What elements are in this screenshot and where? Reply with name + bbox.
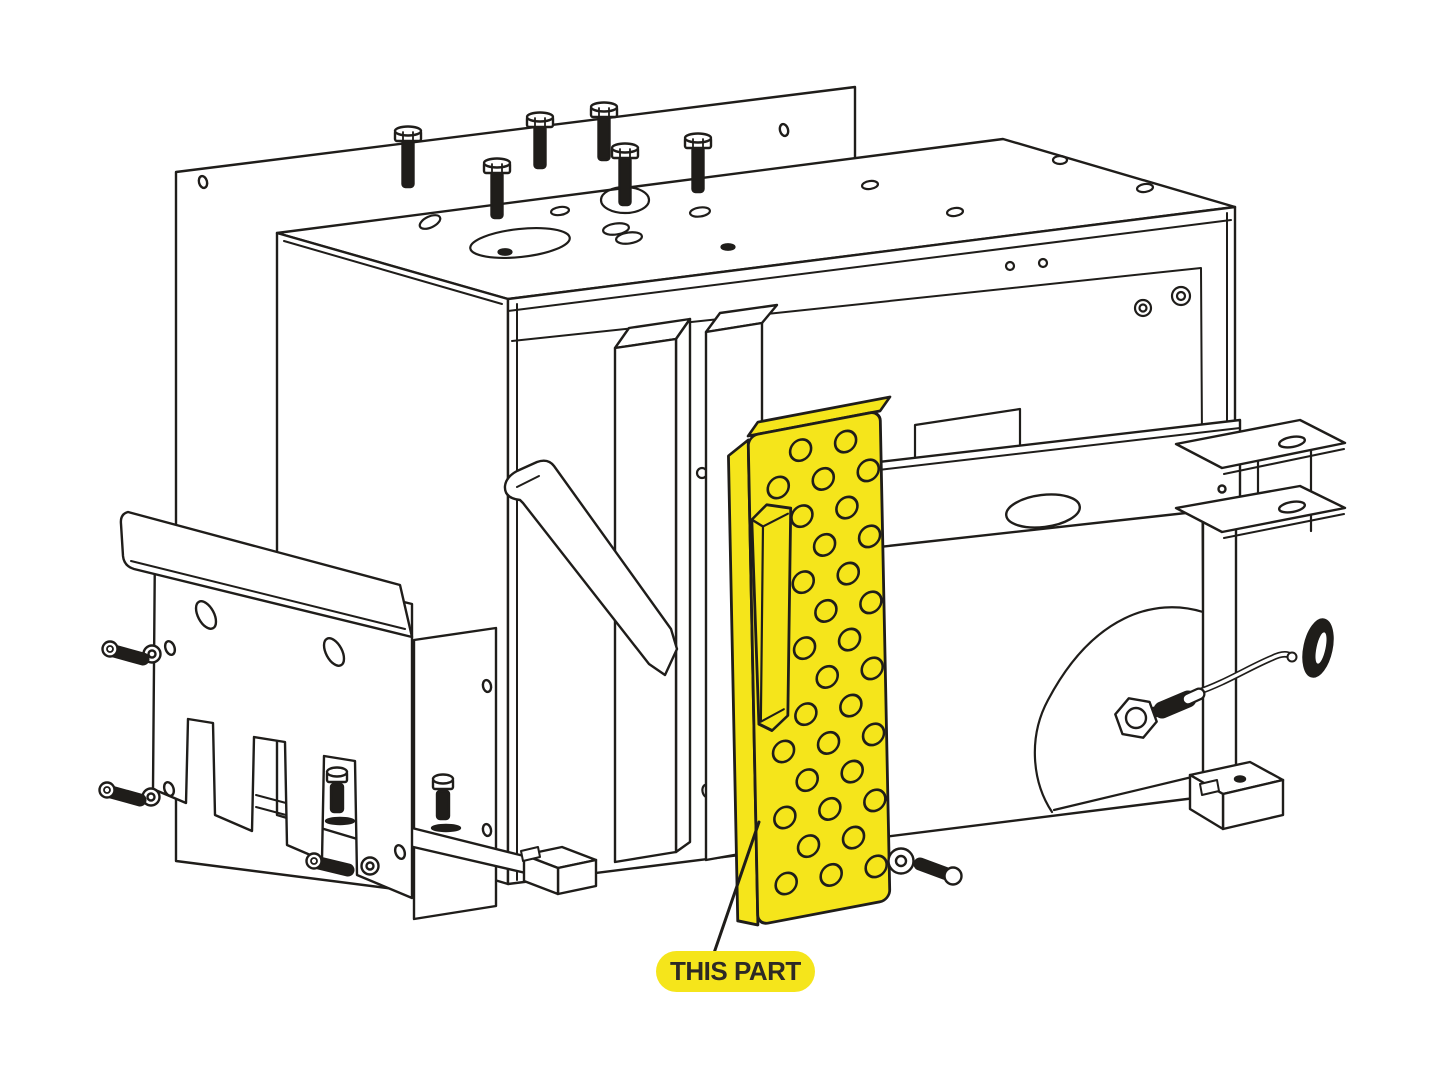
notched-bracket [119,510,414,900]
mounting-bolt [525,111,555,170]
flat-screw [324,766,356,826]
handle-brace [503,459,679,677]
side-mounting-plate [412,626,498,921]
bracket-plate [151,539,414,900]
socket-screw [101,640,150,666]
callout-badge: THIS PART [656,951,815,992]
wedge-brace [1052,775,1194,812]
socket-screw [305,852,355,877]
support-post [1201,508,1238,781]
foot-block [1052,760,1285,831]
grab-ridge [750,503,793,733]
hinge-lines [255,794,287,816]
grommet-oring [1302,618,1334,678]
mounting-bolt [482,157,512,220]
pin-head [943,866,963,886]
mounting-bolt [589,101,619,162]
socket-screw [98,781,147,807]
mounting-beam [868,418,1242,550]
fender-curve [1033,606,1205,814]
washer [360,856,380,876]
callout-label: THIS PART [670,956,801,986]
washer [887,847,915,875]
gasket [324,816,356,826]
mounting-bolt [683,132,713,194]
bracket-flange [119,510,414,639]
base-rail [394,822,598,896]
washer-pin [887,847,963,886]
beam-slot [1005,493,1081,529]
step-pad-highlighted [727,395,892,927]
cable-assembly [1114,651,1298,739]
pad-holes [766,429,888,896]
mounting-bolts [393,101,713,220]
cable-tip [1286,651,1298,663]
mounting-bolt [610,142,640,207]
flat-screw [430,773,462,833]
bracket-hardware [98,640,462,877]
leader-line [712,820,761,955]
foot-tab [1199,779,1220,796]
end-bracket [1174,418,1347,539]
rail-tab [520,846,541,862]
pin [913,857,954,881]
gasket [430,823,462,833]
mounting-bolt [393,125,423,189]
